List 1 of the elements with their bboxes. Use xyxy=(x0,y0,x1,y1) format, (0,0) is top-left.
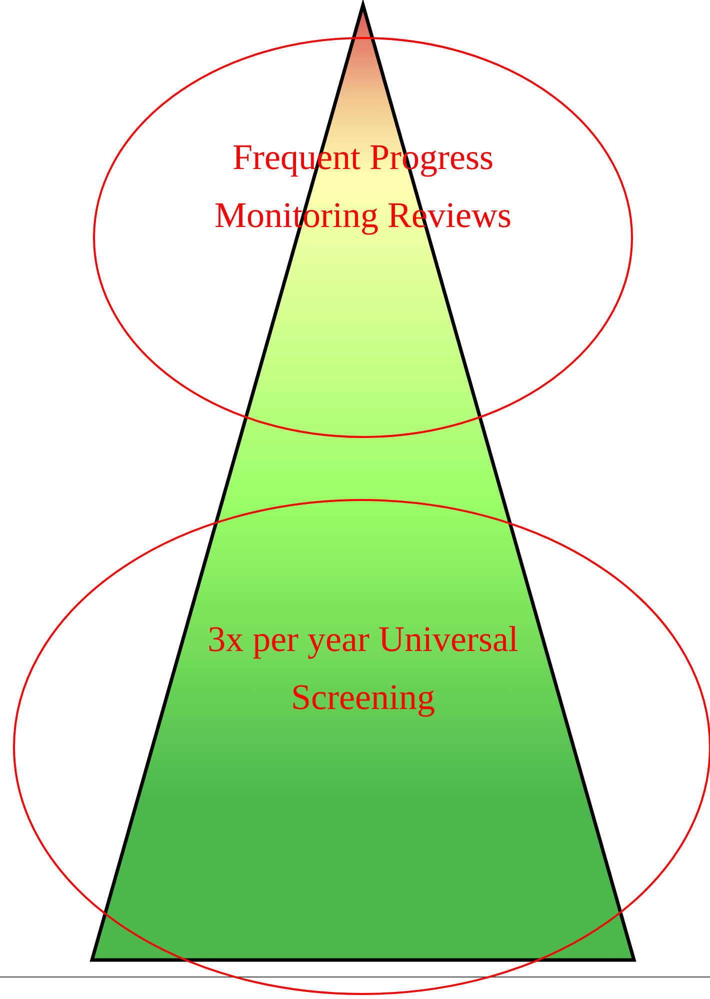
oval-label: 3x per year Universal Screening xyxy=(206,618,520,719)
